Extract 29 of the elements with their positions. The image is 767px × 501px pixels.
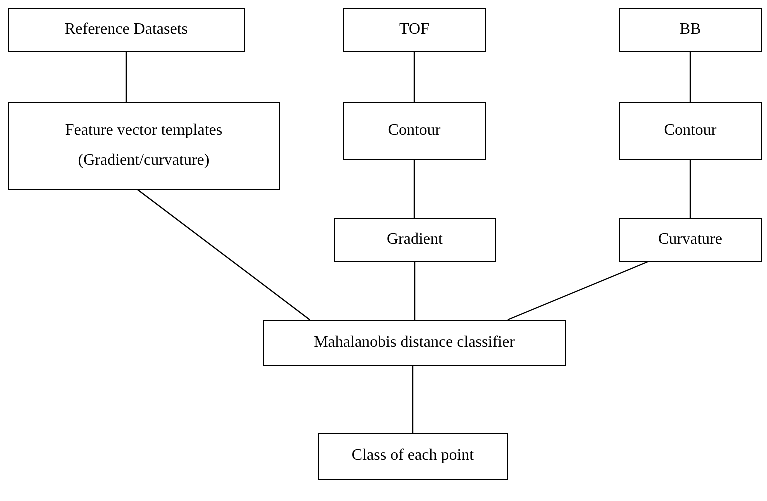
box-label: BB: [680, 20, 702, 40]
process-box: [334, 218, 496, 262]
process-box: [263, 320, 566, 366]
process-box: [619, 218, 762, 262]
connector-line: [126, 52, 128, 102]
box-label: Class of each point: [352, 446, 474, 466]
box-label: Contour: [388, 120, 441, 141]
process-box: [8, 8, 245, 52]
process-box: [8, 102, 280, 190]
box-label: Mahalanobis distance classifier: [314, 332, 515, 353]
box-label: Curvature: [658, 230, 722, 250]
connector-line: [414, 52, 416, 102]
box-label: Feature vector templates (Gradient/curvature): [64, 120, 224, 171]
box-label: Contour: [664, 120, 717, 141]
connector-line: [412, 366, 414, 433]
process-box: [619, 8, 762, 52]
connector-line: [414, 262, 416, 320]
box-label: Reference Datasets: [64, 20, 188, 40]
process-box: [318, 433, 508, 480]
process-box: [619, 102, 762, 160]
process-box: [343, 102, 486, 160]
box-label: TOF: [400, 20, 430, 40]
connector-line: [690, 52, 692, 102]
connector-line: [508, 261, 648, 321]
box-label: Gradient: [387, 230, 443, 250]
connector-line: [138, 190, 310, 320]
connector-line: [690, 160, 692, 218]
process-box: [343, 8, 486, 52]
connector-line: [414, 160, 416, 218]
